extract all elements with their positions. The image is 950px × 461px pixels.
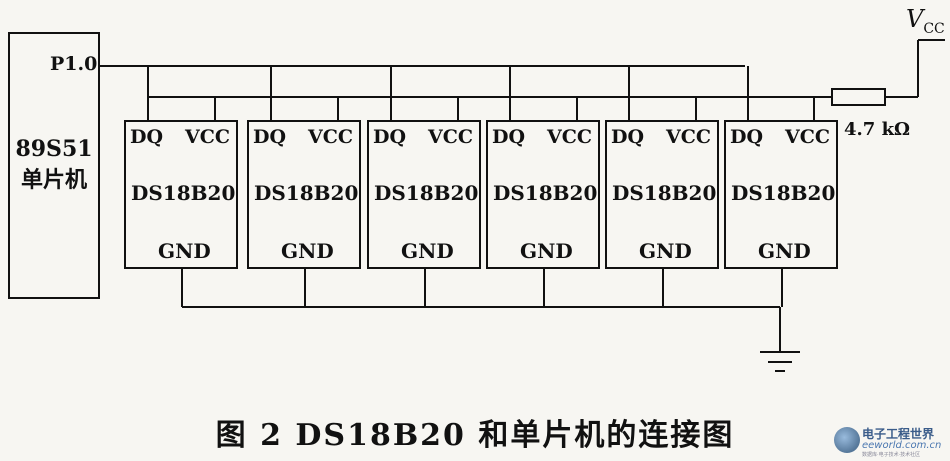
sensor-vcc-pin-label: VCC xyxy=(427,126,473,148)
watermark-title: 电子工程世界 xyxy=(862,427,935,441)
sensor-name-label: DS18B20 xyxy=(493,181,597,205)
sensor-box xyxy=(605,120,719,269)
sensor-dq-pin-label: DQ xyxy=(373,126,406,148)
mcu-model-label: 89S51 xyxy=(15,136,92,162)
sensor-dq-pin-label: DQ xyxy=(492,126,525,148)
sensor-box xyxy=(367,120,481,269)
sensor-vcc-pin-label: VCC xyxy=(184,126,230,148)
sensor-box xyxy=(724,120,838,269)
sensor-dq-pin-label: DQ xyxy=(611,126,644,148)
watermark-tagline: 数据库·电子技术·技术社区 xyxy=(862,452,921,458)
wiring xyxy=(99,39,945,352)
sensor-name-label: DS18B20 xyxy=(731,181,835,205)
sensor-vcc-pin-label: VCC xyxy=(307,126,353,148)
sensor-name-label: DS18B20 xyxy=(131,181,235,205)
figure-caption: 图 2 DS18B20 和单片机的连接图 xyxy=(215,418,735,453)
sensor-box xyxy=(124,120,238,269)
sensor-vcc-pin-label: VCC xyxy=(784,126,830,148)
sensor-name-label: DS18B20 xyxy=(374,181,478,205)
mcu-type-label: 单片机 xyxy=(21,167,87,193)
vcc-label: VCC xyxy=(906,5,945,37)
watermark: 电子工程世界 eeworld.com.cn 数据库·电子技术·技术社区 xyxy=(834,423,944,458)
pullup-resistor xyxy=(831,88,886,106)
sensor-gnd-pin-label: GND xyxy=(281,239,334,263)
watermark-logo xyxy=(834,427,860,453)
sensor-dq-pin-label: DQ xyxy=(730,126,763,148)
sensor-gnd-pin-label: GND xyxy=(158,239,211,263)
sensor-vcc-pin-label: VCC xyxy=(546,126,592,148)
sensor-gnd-pin-label: GND xyxy=(401,239,454,263)
ground-symbol xyxy=(760,351,800,372)
watermark-url: eeworld.com.cn xyxy=(862,440,942,451)
resistor-value-label: 4.7 kΩ xyxy=(844,119,910,140)
sensor-dq-pin-label: DQ xyxy=(253,126,286,148)
sensor-name-label: DS18B20 xyxy=(612,181,716,205)
sensor-gnd-pin-label: GND xyxy=(758,239,811,263)
mcu-box xyxy=(8,32,100,299)
port-label: P1.0 xyxy=(50,53,97,75)
sensor-dq-pin-label: DQ xyxy=(130,126,163,148)
sensor-gnd-pin-label: GND xyxy=(639,239,692,263)
sensor-box xyxy=(247,120,361,269)
sensor-name-label: DS18B20 xyxy=(254,181,358,205)
sensor-gnd-pin-label: GND xyxy=(520,239,573,263)
sensor-box xyxy=(486,120,600,269)
sensor-vcc-pin-label: VCC xyxy=(665,126,711,148)
